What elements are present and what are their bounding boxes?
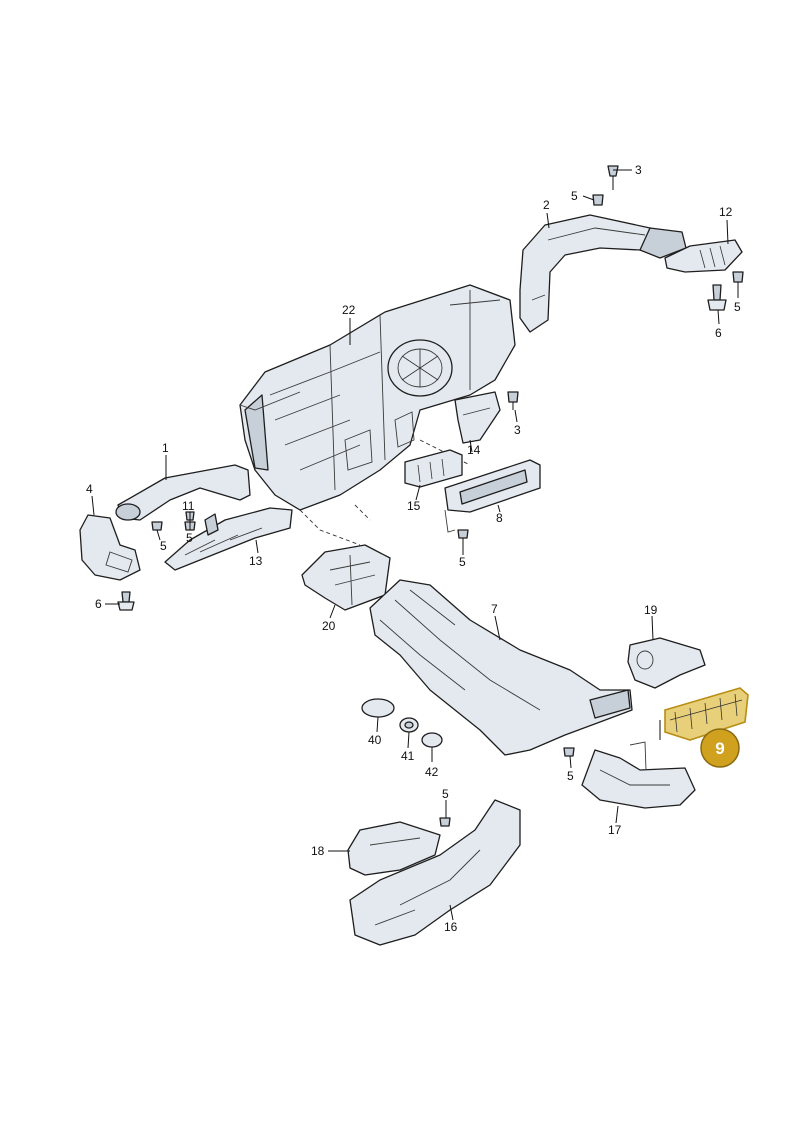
badge-label: 9 [715, 739, 724, 758]
callout-5: 5 [567, 769, 574, 783]
part-14-bracket[interactable] [454, 391, 501, 444]
callout-42: 42 [425, 765, 439, 779]
callout-41: 41 [401, 749, 415, 763]
callout-19: 19 [644, 603, 658, 617]
callout-18: 18 [311, 844, 325, 858]
part-15-centre-vent[interactable] [404, 449, 463, 488]
callout-3: 3 [635, 163, 642, 177]
part-16-lower-floor-duct[interactable] [349, 799, 521, 946]
part-4-left-outlet-bend[interactable] [79, 514, 141, 581]
callout-1: 1 [162, 441, 169, 455]
callout-14: 14 [467, 443, 481, 457]
fasteners [117, 165, 744, 827]
callout-labels: 3 5 2 12 5 6 22 3 14 1 15 8 4 11 5 5 13 … [86, 163, 741, 934]
part-18-lower-bracket[interactable] [347, 821, 441, 876]
callout-4: 4 [86, 482, 93, 496]
callout-6: 6 [95, 597, 102, 611]
part-8-centre-vent-frame[interactable] [444, 459, 541, 533]
callout-12: 12 [719, 205, 733, 219]
part-40-plug[interactable] [361, 698, 395, 718]
part-13-defrost-duct[interactable] [164, 507, 293, 571]
part-9-rear-vent-highlighted[interactable] [664, 687, 749, 741]
callout-16: 16 [444, 920, 458, 934]
callout-5: 5 [186, 531, 193, 545]
callout-6: 6 [715, 326, 722, 340]
callout-5: 5 [734, 300, 741, 314]
callout-8: 8 [496, 511, 503, 525]
part-1-left-duct[interactable] [115, 464, 251, 521]
callout-15: 15 [407, 499, 421, 513]
callout-22: 22 [342, 303, 356, 317]
highlight-badge-9[interactable]: 9 [700, 728, 740, 768]
callout-5: 5 [459, 555, 466, 569]
part-12-outlet-nozzle[interactable] [664, 239, 743, 273]
leader-lines [91, 169, 739, 921]
callout-5: 5 [442, 787, 449, 801]
callout-11: 11 [182, 499, 195, 513]
callout-3: 3 [514, 423, 521, 437]
callout-5: 5 [571, 189, 578, 203]
part-22-heater-housing[interactable] [239, 284, 516, 546]
callout-20: 20 [322, 619, 336, 633]
part-17-rear-lower-duct[interactable] [581, 741, 696, 809]
callout-7: 7 [491, 602, 498, 616]
callout-2: 2 [543, 198, 550, 212]
callout-13: 13 [249, 554, 263, 568]
callout-5: 5 [160, 539, 167, 553]
callout-17: 17 [608, 823, 622, 837]
callout-40: 40 [368, 733, 382, 747]
part-41-grommet[interactable] [399, 717, 419, 733]
part-7-floor-duct[interactable] [369, 579, 633, 756]
part-2-upper-duct[interactable] [519, 214, 687, 333]
part-19-rear-bracket[interactable] [627, 637, 706, 689]
part-20-duct-bracket[interactable] [301, 544, 391, 611]
part-42-cap[interactable] [421, 732, 443, 748]
